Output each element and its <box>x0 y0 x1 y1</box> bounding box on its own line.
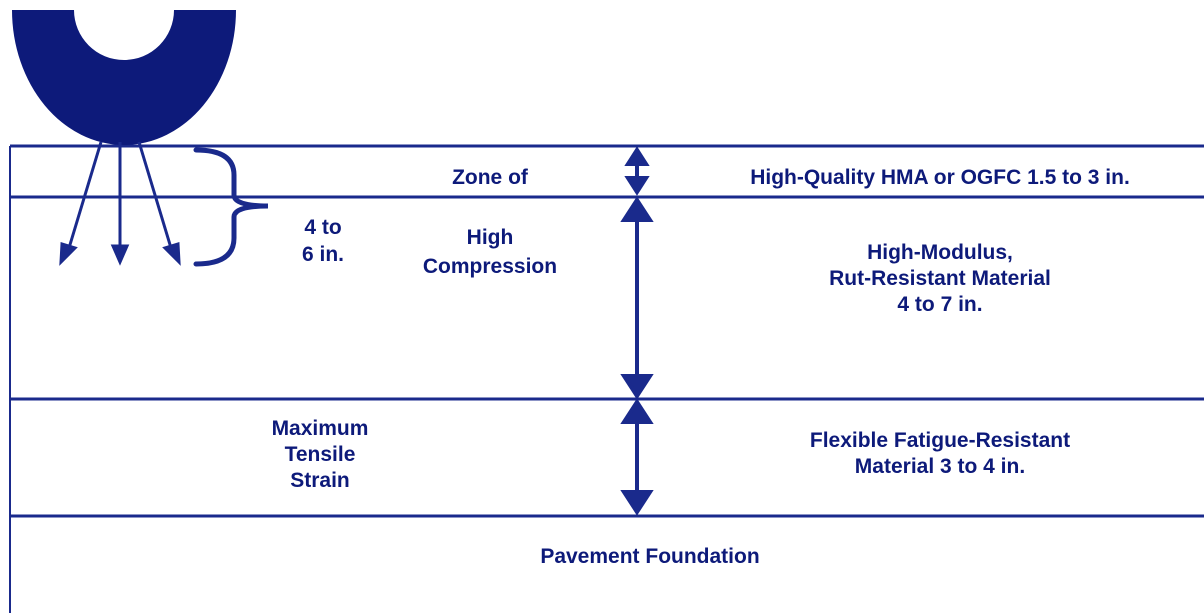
tire-cross-section-icon <box>12 10 236 145</box>
curly-brace-icon <box>193 147 269 267</box>
depth-4-to-6-label: 4 to 6 in. <box>301 216 344 266</box>
high-compression-label: High Compression <box>422 226 558 278</box>
layer-label-fatigue-resistant: Flexible Fatigue-Resistant Material 3 to… <box>809 429 1071 478</box>
zone-of-label: Zone of <box>452 166 528 189</box>
maximum-tensile-strain-label: Maximum Tensile Strain <box>271 417 369 492</box>
double-headed-arrow-icons <box>620 146 654 516</box>
layer-label-foundation: Pavement Foundation <box>540 545 760 568</box>
downward-load-arrow-icons <box>59 141 181 266</box>
layer-label-rut-resistant: High-Modulus, Rut-Resistant Material 4 t… <box>829 241 1051 316</box>
layer-label-surface: High-Quality HMA or OGFC 1.5 to 3 in. <box>750 166 1130 189</box>
